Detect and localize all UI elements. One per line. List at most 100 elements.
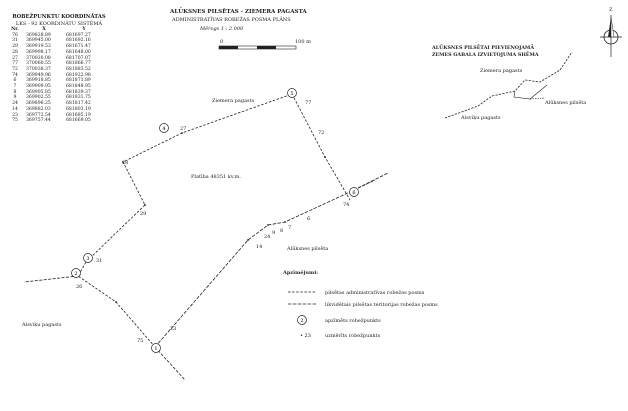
measured-point-dots (115, 132, 326, 303)
table-cell-y: 681831.75 (66, 95, 91, 101)
inset-label-alsviki: Alsviķu pagasts (461, 115, 501, 121)
circled-point-4: 4 (159, 123, 169, 133)
table-cell-id: 76 (12, 32, 18, 38)
coordinates-table-body: 76 369828.89 681697.27 31 369945.00 681692.16… (6, 33, 104, 124)
inset-title-line1: ALŪKSNES PILSĒTAI PIEVIENOJAMĀ (432, 45, 535, 51)
table-cell-y: 681697.27 (66, 32, 91, 38)
point-label-26: 26 (76, 284, 82, 290)
table-cell-y: 681671.47 (66, 44, 91, 50)
circled-point-3-label: 3 (86, 256, 89, 262)
inset-title-line2: ZEMES GABALA IZVIETOJUMA SHĒMA (432, 52, 539, 58)
table-cell-y: 681866.77 (66, 61, 91, 67)
table-cell-id: 29 (12, 44, 18, 50)
circled-point-6-label: 6 (352, 190, 355, 196)
point-label-75: 75 (137, 338, 143, 344)
legend-symbols: 2 • 23 (288, 291, 316, 339)
table-row: 29 369919.53 681671.47 (6, 44, 104, 50)
table-cell-y: 681871.89 (66, 78, 91, 84)
table-cell-x: 369919.53 (26, 44, 51, 50)
inset-label-ziemera: Ziemera pagasts (480, 68, 523, 74)
table-cell-id: 23 (12, 112, 18, 118)
table-cell-id: 8 (13, 89, 17, 95)
circled-point-2: 2 (71, 268, 81, 278)
point-label-6: 6 (307, 216, 310, 222)
point-label-28: 28 (122, 160, 128, 166)
table-cell-x: 369945.00 (26, 38, 51, 44)
map-title: ALŪKSNES PILSĒTAS - ZIEMERA PAGASTA (170, 9, 307, 15)
legend-symbol-circled-point (297, 315, 307, 325)
circled-point-6: 6 (349, 187, 359, 197)
table-cell-id: 24 (12, 101, 18, 107)
point-label-29: 29 (140, 211, 146, 217)
table-cell-id: 75 (12, 118, 18, 124)
legend-item-measured-point: uzmērīts robežpunkts (325, 333, 381, 339)
table-cell-x: 369998.17 (26, 49, 51, 55)
circled-point-5-label: 5 (290, 91, 293, 97)
table-header-row: Nr. X Y (6, 27, 104, 33)
table-cell-id: 9 (13, 95, 17, 101)
table-cell-y: 681669.05 (66, 118, 91, 124)
col-header-y: Y (82, 27, 86, 32)
scale-start-label: 0 (220, 39, 224, 45)
point-label-31: 31 (96, 258, 102, 264)
table-cell-x: 369772.54 (26, 112, 51, 118)
table-cell-id: 14 (12, 106, 18, 112)
circled-point-1-label: 1 (154, 346, 157, 352)
boundary-extension-west (23, 275, 79, 283)
circled-point-1: 1 (151, 343, 161, 353)
circled-point-4-label: 4 (162, 126, 165, 132)
point-label-23: 23 (170, 326, 176, 332)
table-cell-x: 370060.55 (26, 61, 51, 67)
legend-item-administrative: pilsētas administratīvas robežas posms (325, 290, 425, 296)
table-cell-x: 369918.85 (26, 78, 51, 84)
table-cell-y: 681883.52 (66, 66, 91, 72)
north-arrow-icon (600, 15, 622, 57)
table-cell-x: 369828.89 (26, 32, 51, 38)
table-cell-id: 6 (13, 78, 17, 84)
circled-point-2-label: 2 (74, 271, 77, 277)
table-cell-y: 681817.42 (66, 101, 91, 107)
table-cell-y: 681803.19 (66, 106, 91, 112)
map-subtitle: ADMINISTRATĪVAS ROBEŽAS POSMA PLĀNS (172, 17, 291, 23)
table-cell-x: 369896.25 (26, 101, 51, 107)
table-cell-x: 370020.08 (26, 55, 51, 61)
coordinates-table: Nr. X Y 76 369828.89 681697.27 31 369945.00 6… (6, 27, 104, 124)
scale-bar (218, 45, 297, 50)
table-cell-x: 369902.55 (26, 95, 51, 101)
point-label-74: 74 (343, 202, 349, 208)
col-header-x: X (42, 27, 46, 32)
table-cell-y: 681848.95 (66, 84, 91, 90)
circled-point-5: 5 (287, 88, 297, 98)
point-label-7: 7 (288, 225, 291, 231)
inset-label-aluksne: Alūksnes pilsēta (545, 100, 587, 106)
table-row: 9 369902.55 681831.75 (6, 95, 104, 101)
label-ziemera-pagasts: Ziemera pagasts (212, 98, 255, 104)
table-cell-y: 681685.19 (66, 112, 91, 118)
label-area: Platība 48351 kv.m. (191, 174, 241, 180)
table-cell-id: 31 (12, 38, 18, 44)
point-label-24: 24 (264, 234, 270, 240)
north-arrow-label: Z (609, 7, 613, 13)
table-cell-y: 681922.98 (66, 72, 91, 78)
coordinates-table-block: ROBEŽPUNKTU KOORDINĀTAS LKS - 92 KOORDIN… (6, 14, 112, 124)
legend-item-liquidated: likvidētais pilsētas teritorijas robežas… (325, 302, 438, 308)
point-label-9: 9 (272, 230, 275, 236)
coordinates-table-title: ROBEŽPUNKTU KOORDINĀTAS (12, 14, 106, 20)
table-cell-x: 370038.37 (26, 66, 51, 72)
point-label-77: 77 (305, 100, 311, 106)
scale-end-label: 100 m (295, 39, 311, 45)
col-header-id: Nr. (11, 27, 19, 32)
coordinates-table-subtitle: LKS - 92 KOORDINĀTU SISTĒMĀ (15, 21, 103, 27)
table-cell-y: 681692.16 (66, 38, 91, 44)
table-cell-x: 369882.03 (26, 106, 51, 112)
table-row: 24 369896.25 681817.42 (6, 101, 104, 107)
